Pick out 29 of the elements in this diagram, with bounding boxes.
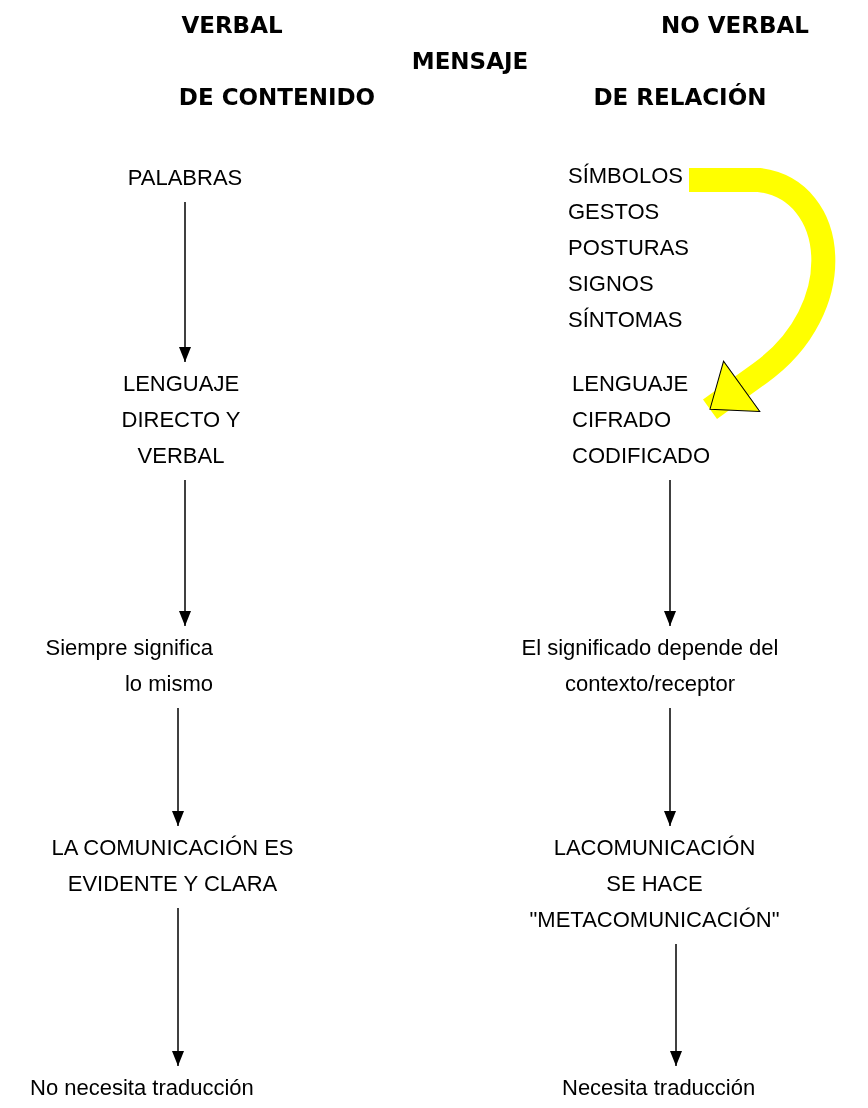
- node-text: PALABRAS: [126, 164, 244, 192]
- node-text: SE HACE: [605, 870, 704, 898]
- arrow: [664, 479, 676, 627]
- node-text: LENGUAJE DIRECTO Y VERBAL: [120, 370, 242, 470]
- node-text: GESTOS: [568, 198, 661, 226]
- node-text: Necesita traducción: [562, 1074, 757, 1102]
- node-text: Siempre significa lo mismo: [44, 634, 213, 698]
- node-text: No necesita traducción: [30, 1074, 255, 1102]
- node-text: LENGUAJE CIFRADO CODIFICADO: [572, 370, 711, 470]
- arrow: [670, 943, 682, 1067]
- node-text: SÍMBOLOS: [568, 162, 684, 190]
- node-text: "METACOMUNICACIÓN": [528, 906, 781, 934]
- node-text: El significado depende del contexto/receptor: [520, 634, 780, 698]
- column-heading: VERBAL: [181, 12, 283, 38]
- arrow: [172, 707, 184, 827]
- column-heading: NO VERBAL: [661, 12, 809, 38]
- node-text: SIGNOS: [568, 270, 655, 298]
- node-text: SÍNTOMAS: [568, 306, 684, 334]
- column-heading: DE RELACIÓN: [593, 84, 767, 110]
- node-text: LA COMUNICACIÓN ES EVIDENTE Y CLARA: [50, 834, 295, 898]
- curved-arrow: [689, 168, 836, 419]
- column-heading: MENSAJE: [411, 48, 529, 74]
- arrow: [179, 479, 191, 627]
- node-text: LACOMUNICACIÓN: [552, 834, 757, 862]
- arrow: [179, 201, 191, 363]
- node-text: POSTURAS: [568, 234, 690, 262]
- arrow: [172, 907, 184, 1067]
- arrow: [664, 707, 676, 827]
- column-heading: DE CONTENIDO: [178, 84, 376, 110]
